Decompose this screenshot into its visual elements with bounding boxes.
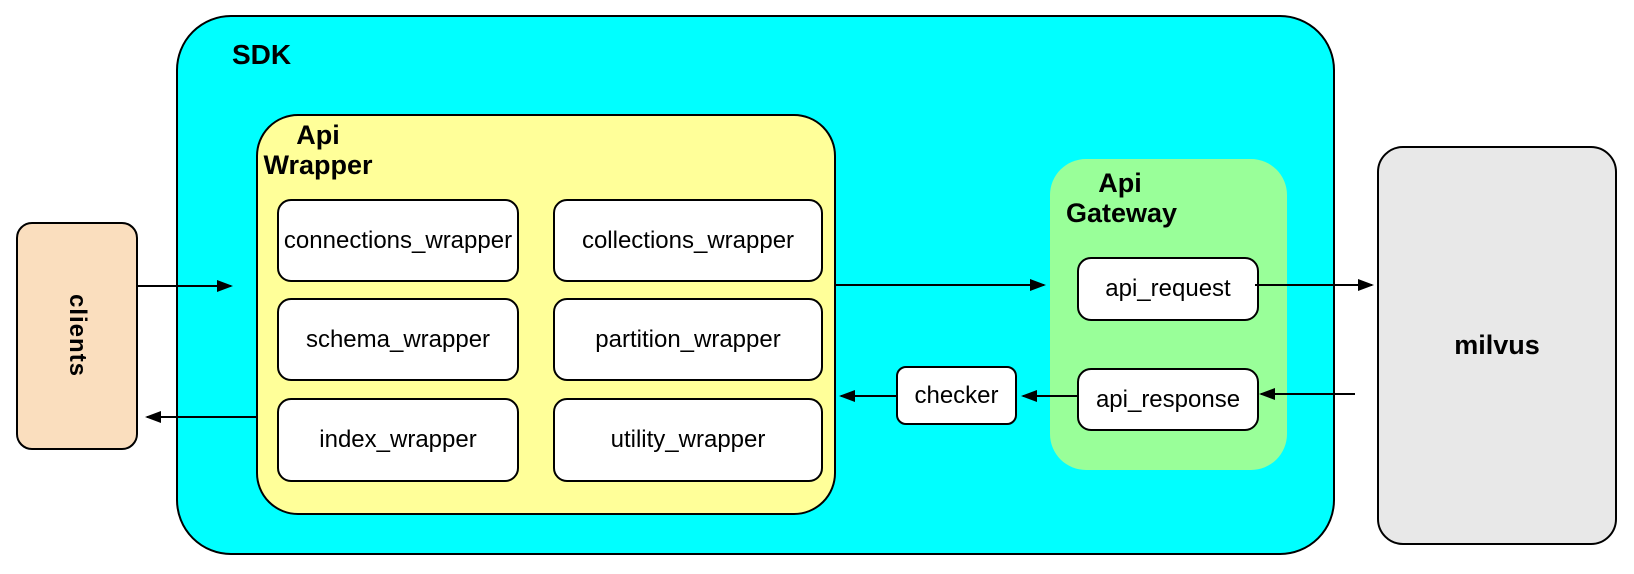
node-index-wrapper: index_wrapper xyxy=(277,398,519,482)
node-utility-wrapper: utility_wrapper xyxy=(553,398,823,482)
api-gateway-container: Api Gateway api_request api_response xyxy=(1050,159,1287,470)
sdk-label: SDK xyxy=(232,39,292,70)
node-schema-wrapper: schema_wrapper xyxy=(277,298,519,381)
api-gateway-title-line2: Gateway xyxy=(1066,197,1178,228)
api-wrapper-title-line2: Wrapper xyxy=(263,149,373,180)
api-wrapper-title: Api Wrapper xyxy=(262,120,374,180)
api-gateway-title: Api Gateway xyxy=(1066,168,1178,228)
node-api-request: api_request xyxy=(1077,257,1259,321)
api-gateway-title-line1: Api xyxy=(1098,168,1142,198)
node-collections-wrapper: collections_wrapper xyxy=(553,199,823,282)
api-wrapper-container: Api Wrapper connections_wrapper collecti… xyxy=(256,114,836,515)
milvus-node: milvus xyxy=(1377,146,1617,545)
api-wrapper-title-line1: Api xyxy=(296,120,340,150)
checker-node: checker xyxy=(896,366,1017,425)
node-connections-wrapper: connections_wrapper xyxy=(277,199,519,282)
node-api-response: api_response xyxy=(1077,368,1259,431)
clients-label: clients xyxy=(64,294,91,378)
clients-node: clients xyxy=(16,222,138,450)
node-partition-wrapper: partition_wrapper xyxy=(553,298,823,381)
